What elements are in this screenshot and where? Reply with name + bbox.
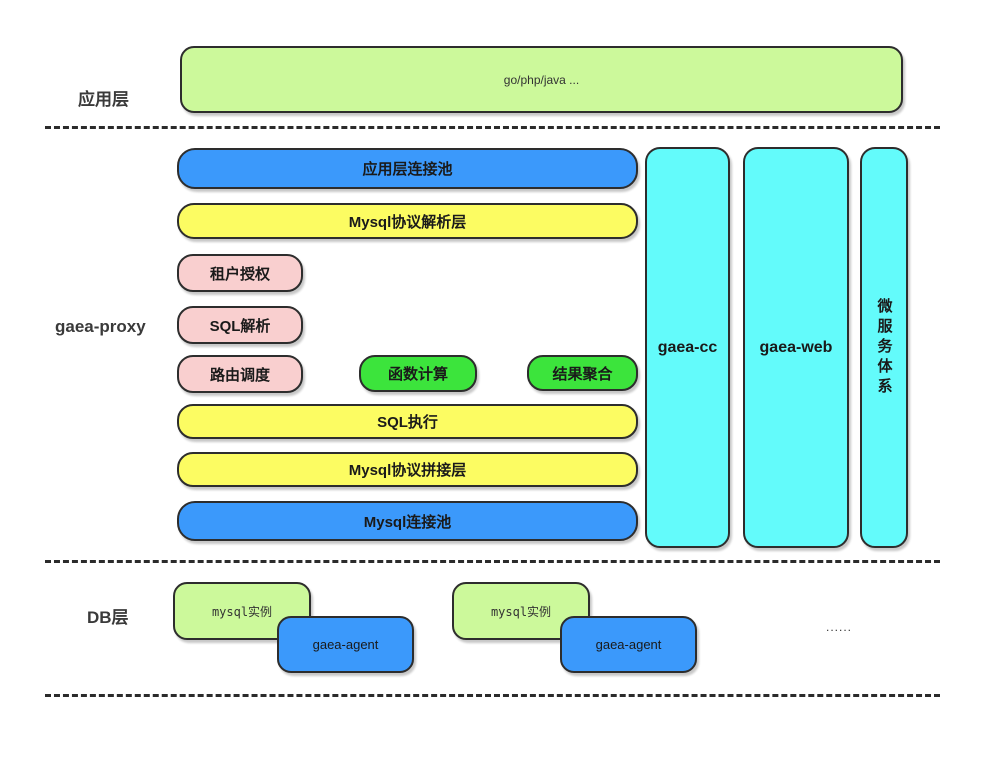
gaea-web-column: gaea-web — [743, 147, 849, 548]
gaea-proxy-label: gaea-proxy — [55, 317, 146, 336]
app-conn-pool-box: 应用层连接池 — [177, 148, 638, 189]
tenant-auth-box: 租户授权 — [177, 254, 303, 292]
app-layer-label: 应用层 — [78, 90, 129, 109]
db-layer-label: DB层 — [87, 608, 129, 627]
gaea-agent-box: gaea-agent — [277, 616, 414, 673]
gaea-cc-column: gaea-cc — [645, 147, 730, 548]
sql-parse-box: SQL解析 — [177, 306, 303, 344]
mysql-conn-pool-box: Mysql连接池 — [177, 501, 638, 541]
mysql-protocol-parse-box: Mysql协议解析层 — [177, 203, 638, 239]
gaea-agent-box: gaea-agent — [560, 616, 697, 673]
divider-db-bottom — [45, 694, 940, 697]
func-calc-box: 函数计算 — [359, 355, 477, 392]
divider-proxy-db — [45, 560, 940, 563]
result-agg-box: 结果聚合 — [527, 355, 638, 391]
sql-exec-box: SQL执行 — [177, 404, 638, 439]
microservice-label: 微服务体系 — [875, 297, 893, 398]
more-instances-ellipsis: ...... — [826, 620, 853, 634]
microservice-column: 微服务体系 — [860, 147, 908, 548]
mysql-protocol-join-box: Mysql协议拼接层 — [177, 452, 638, 487]
app-languages-box: go/php/java ... — [180, 46, 903, 113]
divider-app-proxy — [45, 126, 940, 129]
mysql-instance-box: mysql实例 — [173, 582, 311, 640]
route-dispatch-box: 路由调度 — [177, 355, 303, 393]
